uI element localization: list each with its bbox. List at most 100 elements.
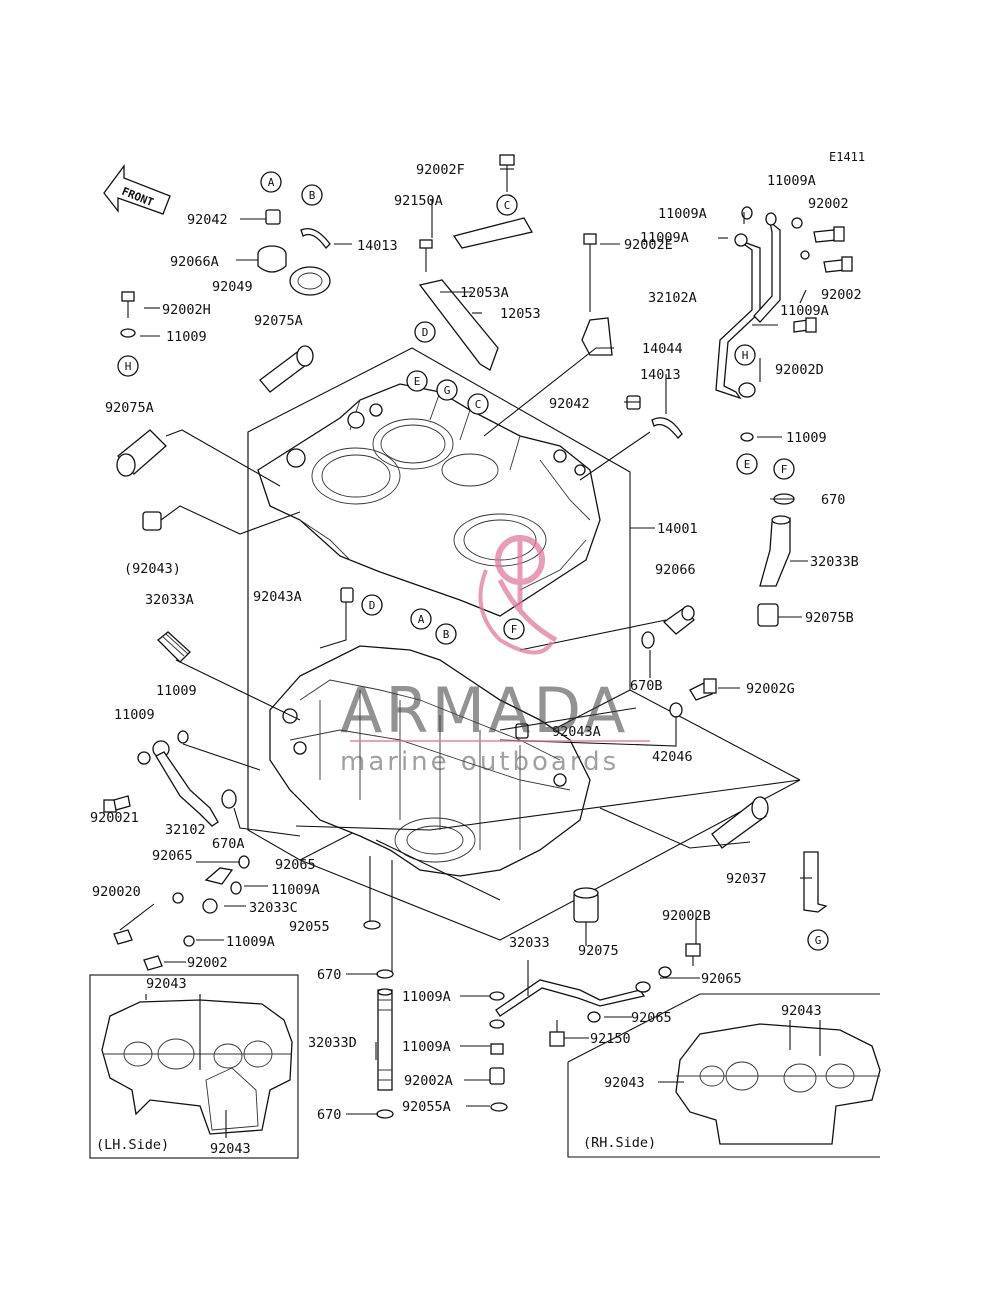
- part-guide-chain: [452, 217, 533, 249]
- part-bracket-14044: [581, 317, 613, 356]
- part-oring-670b: [641, 631, 655, 649]
- part-washer-42046: [669, 702, 683, 718]
- part-label: 92055A: [402, 1099, 451, 1115]
- part-label: 11009A: [226, 934, 275, 950]
- part-label: (92043): [124, 561, 181, 577]
- part-label: 92002G: [746, 681, 795, 697]
- part-label: 14013: [357, 238, 398, 254]
- part-label: 14044: [642, 341, 683, 357]
- part-label: 92075A: [105, 400, 154, 416]
- part-label: 12053A: [460, 285, 509, 301]
- svg-text:E: E: [744, 458, 751, 471]
- part-label: 92065: [631, 1010, 672, 1026]
- part-label: 11009A: [271, 882, 320, 898]
- part-bolt-92150a: [419, 239, 433, 272]
- part-label: 92065: [275, 857, 316, 873]
- ref-marker-d: D: [414, 321, 436, 343]
- part-label: 11009A: [402, 1039, 451, 1055]
- svg-text:F: F: [781, 463, 788, 476]
- svg-text:E: E: [414, 375, 421, 388]
- svg-text:B: B: [443, 628, 450, 641]
- svg-text:A: A: [268, 176, 275, 189]
- part-bolt-92002g: [689, 678, 717, 701]
- part-pin-92075: [711, 796, 769, 849]
- part-label: 11009A: [640, 230, 689, 246]
- part-label: 92002E: [624, 237, 673, 253]
- svg-text:H: H: [125, 360, 132, 373]
- part-hose-32033a: [157, 631, 191, 663]
- part-label: 11009: [114, 707, 155, 723]
- ref-marker-c: C: [467, 393, 489, 415]
- svg-text:F: F: [511, 623, 518, 636]
- part-label: 920021: [90, 810, 139, 826]
- svg-text:C: C: [475, 398, 482, 411]
- part-pipe-32102: [137, 730, 219, 827]
- part-label: 92037: [726, 871, 767, 887]
- part-label: 92065: [701, 971, 742, 987]
- part-seal-92049: [289, 266, 331, 296]
- part-oring-670a: [221, 789, 237, 809]
- part-oring-92055: [363, 920, 381, 930]
- part-label: 92002: [808, 196, 849, 212]
- part-bolt-92002f: [499, 154, 515, 192]
- part-label: 92075: [578, 943, 619, 959]
- ref-marker-a: A: [260, 171, 282, 193]
- part-label: 92043A: [253, 589, 302, 605]
- part-dowel-92043: [142, 511, 162, 531]
- reference-markers: A B C C D D E E G A B F H H E F G: [117, 171, 829, 951]
- inset-lh-label: (LH.Side): [96, 1137, 169, 1153]
- part-label: 11009A: [767, 173, 816, 189]
- watermark-tagline: marine outboards: [340, 747, 619, 777]
- part-label: 92066: [655, 562, 696, 578]
- part-label: 42046: [652, 749, 693, 765]
- watermark-logo-icon: [478, 535, 558, 655]
- part-label: 92043A: [552, 724, 601, 740]
- part-label: 32033D: [308, 1035, 357, 1051]
- part-label: 670: [317, 967, 341, 983]
- svg-text:D: D: [369, 599, 376, 612]
- part-bolt-92002b: [587, 943, 701, 1023]
- svg-text:G: G: [815, 934, 822, 947]
- part-label: 670: [821, 492, 845, 508]
- svg-text:H: H: [742, 349, 749, 362]
- part-label: 92042: [187, 212, 228, 228]
- part-label: 12053: [500, 306, 541, 322]
- upper-crankcase: [257, 383, 601, 617]
- part-fittings-32033c: [113, 855, 250, 971]
- part-label: 92002F: [416, 162, 465, 178]
- part-label: 92075B: [805, 610, 854, 626]
- lower-crankcase: [269, 645, 591, 877]
- part-bushing-92042: [265, 209, 281, 225]
- part-label: 92002B: [662, 908, 711, 924]
- ref-marker-h: H: [117, 355, 139, 377]
- part-label: 32033C: [249, 900, 298, 916]
- part-label: 92049: [212, 279, 253, 295]
- part-label: 92002D: [775, 362, 824, 378]
- part-label: 92066A: [170, 254, 219, 270]
- svg-text:D: D: [422, 326, 429, 339]
- part-label: 92002H: [162, 302, 211, 318]
- part-dowel-92043a-right: [515, 723, 529, 739]
- ref-marker-g: G: [436, 379, 458, 401]
- part-hose-32033b: [759, 515, 791, 587]
- part-labels: 92042 14013 92066A 92049 92002F 92150A 1…: [90, 162, 862, 1157]
- leader-lines: [119, 168, 812, 1115]
- part-oil-pipe-32102a: [715, 206, 810, 442]
- part-label: 920020: [92, 884, 141, 900]
- part-label: 92002: [187, 955, 228, 971]
- part-sleeve-92075b: [757, 603, 779, 627]
- ref-marker-c: C: [496, 194, 518, 216]
- svg-text:B: B: [309, 189, 316, 202]
- part-label: 32102A: [648, 290, 697, 306]
- part-label: 92002A: [404, 1073, 453, 1089]
- part-label: 670A: [212, 836, 245, 852]
- ref-marker-h: H: [734, 344, 756, 366]
- part-plug-92066: [662, 605, 695, 635]
- inset-lh-side: (LH.Side): [89, 974, 299, 1159]
- svg-text:G: G: [444, 384, 451, 397]
- part-label: 32033A: [145, 592, 194, 608]
- part-bolt-92002e: [583, 233, 597, 312]
- part-label: 92150A: [394, 193, 443, 209]
- part-label: 92002: [821, 287, 862, 303]
